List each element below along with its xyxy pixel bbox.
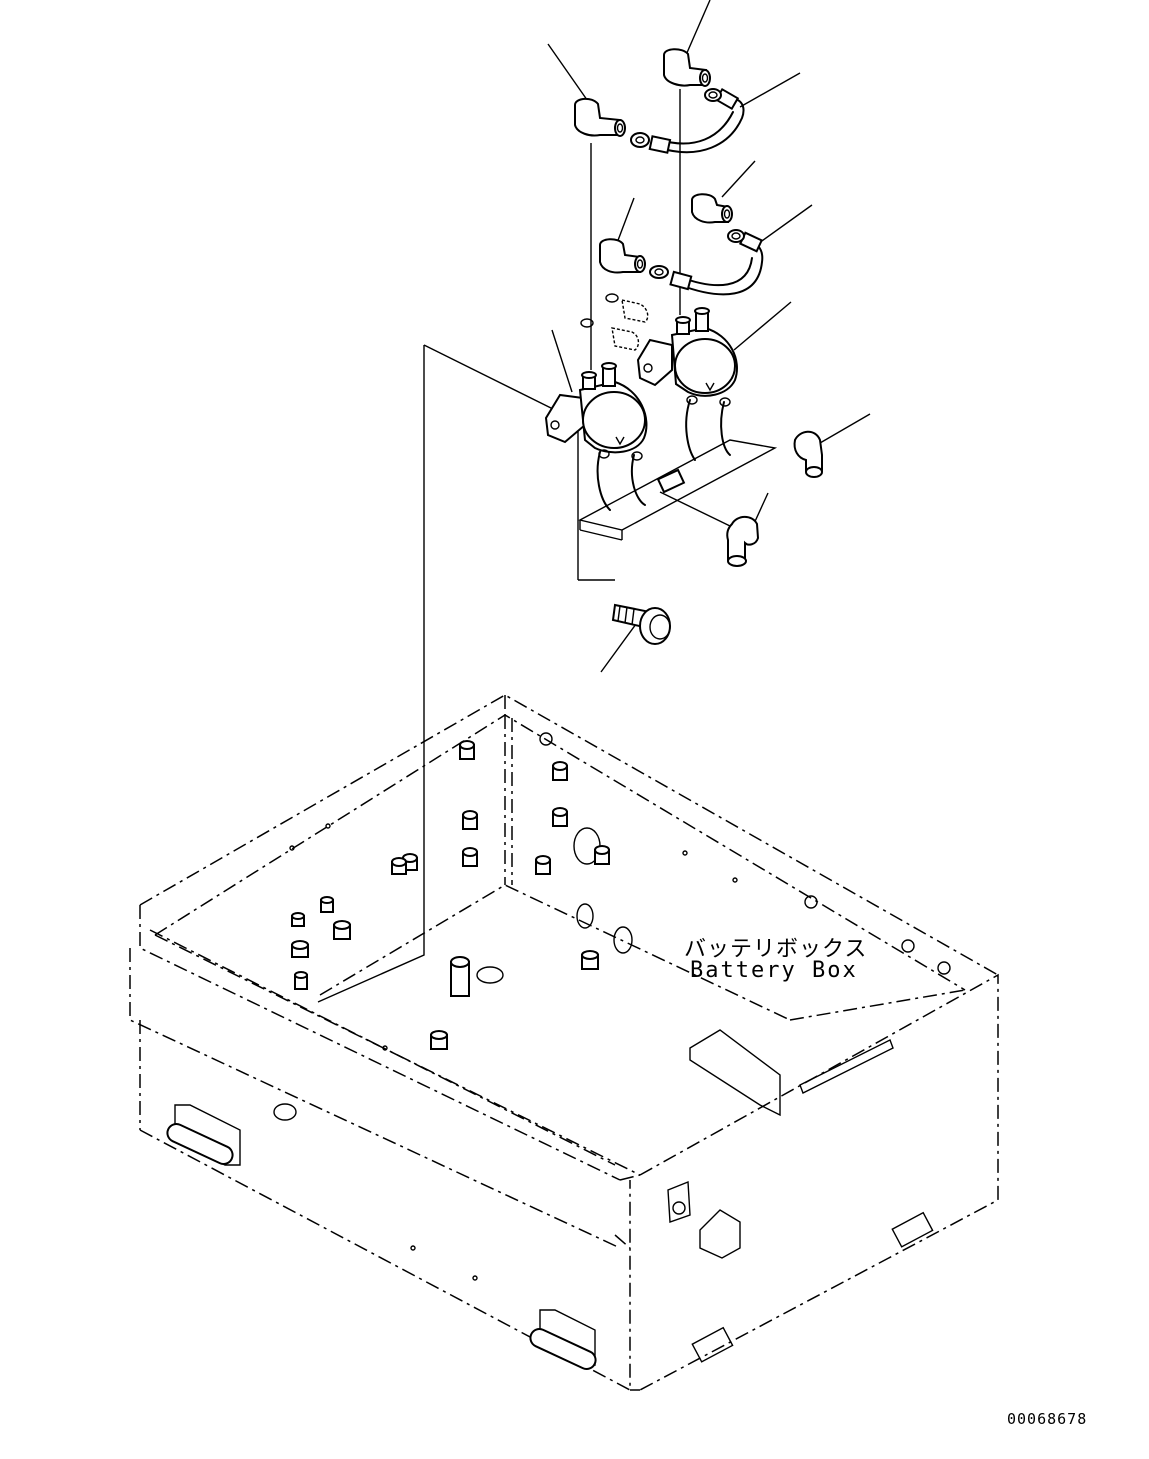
- relay-bracket: [578, 395, 778, 541]
- battery-box-label-en: Battery Box: [690, 958, 858, 983]
- washers: [580, 293, 649, 351]
- terminal-cap: [574, 97, 626, 137]
- terminal-cap: [663, 48, 711, 87]
- terminal-cap: [691, 193, 733, 224]
- battery-box-label-jp: バッテリボックス: [684, 937, 868, 962]
- upper-battery-cable: [630, 87, 745, 154]
- assembly-lines: [317, 89, 731, 1003]
- terminal-cap: [726, 515, 760, 567]
- battery-relay: [636, 307, 738, 397]
- terminal-cap: [599, 238, 646, 274]
- terminal-cap: [793, 430, 823, 478]
- box-bosses: [291, 732, 951, 1050]
- battery-box: [129, 694, 999, 1392]
- drawing-number: 00068678: [1007, 1410, 1088, 1428]
- middle-battery-cable: [649, 229, 764, 296]
- battery-relay: [544, 362, 648, 454]
- mounting-bolt: [611, 603, 671, 645]
